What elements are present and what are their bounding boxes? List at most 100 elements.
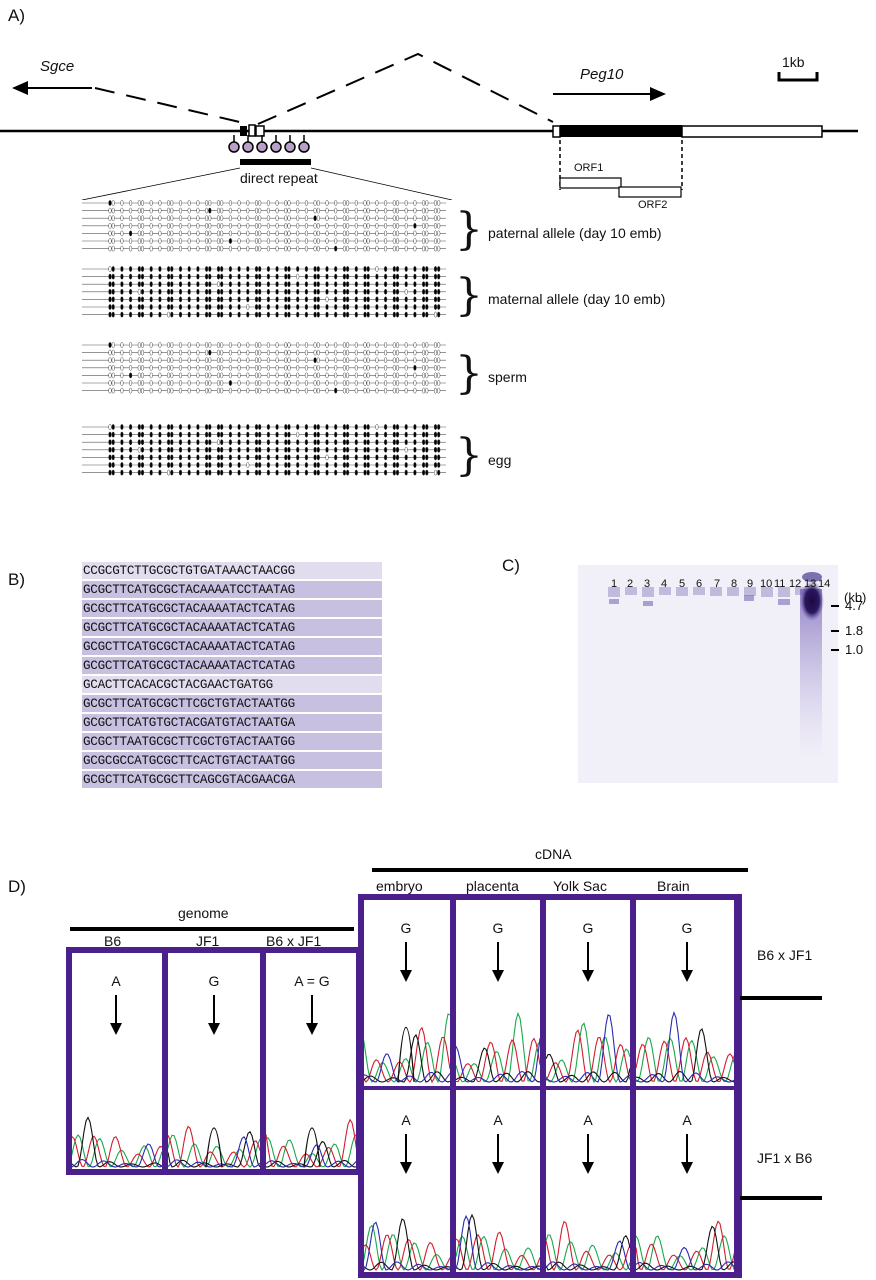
down-arrow-icon	[400, 1134, 412, 1174]
cross-row-bar-1	[740, 996, 822, 1000]
lane-number: 11	[774, 578, 786, 590]
cdna-outer-frame	[358, 894, 740, 1278]
sequence-highlight	[82, 676, 382, 693]
blot-bands	[578, 565, 838, 783]
direct-repeat-label: direct repeat	[240, 170, 318, 186]
down-arrow-icon	[582, 1134, 594, 1174]
marker-tick-1-8	[831, 630, 839, 632]
chromatogram-trace	[362, 1218, 450, 1272]
gene-map-diagram	[0, 52, 858, 200]
cross-row-label-2: JF1 x B6	[757, 1150, 813, 1166]
cross-row-label-1: B6 x JF1	[757, 947, 813, 963]
brace-sperm: }	[455, 348, 483, 399]
northern-blot	[578, 565, 838, 783]
sequence-row: GCGCTTCATGCGCTACAAAATCCTAATAG	[82, 581, 382, 598]
methylation-group-4	[82, 424, 446, 476]
down-arrow-icon	[681, 942, 693, 982]
down-arrow-icon	[400, 942, 412, 982]
lane-number: 5	[679, 578, 686, 590]
down-arrow-icon	[492, 942, 504, 982]
sequence-text: GCGCTTCATGCGCTACAAAATACTCATAG	[83, 659, 295, 673]
sequence-highlight	[82, 581, 382, 598]
peg10-gene-label: Peg10	[580, 66, 624, 83]
sequence-row: GCGCTTCATGCGCTACAAAATACTCATAG	[82, 619, 382, 636]
sequence-highlight	[82, 562, 382, 579]
chromatogram-panel: G	[164, 947, 264, 1175]
marker-4-7: 4.7	[845, 598, 864, 613]
sequence-text: CCGCGTCTTGCGCTGTGATAAACTAACGG	[83, 564, 295, 578]
sequence-text: GCGCTTCATGCGCTTCGCTGTACTAATGG	[83, 697, 295, 711]
chromatogram-trace	[362, 1013, 450, 1084]
sequence-highlight	[82, 733, 382, 750]
chromatogram-trace	[70, 1116, 162, 1168]
sequence-row: CCGCGTCTTGCGCTGTGATAAACTAACGG	[82, 562, 382, 579]
lane-number: 4	[661, 578, 668, 590]
sgce-gene-label: Sgce	[40, 58, 75, 75]
sequence-text: GCGCGCCATGCGCTTCACTGTACTAATGG	[83, 754, 295, 768]
panel-a-label: A)	[8, 6, 25, 25]
chromatogram-panel: A	[542, 1086, 634, 1278]
kb-unit-label: (kb)	[844, 590, 867, 605]
lane-number: 6	[696, 578, 703, 590]
panel-b-label: B)	[8, 570, 25, 589]
lane-number: 1	[611, 578, 618, 590]
brace-maternal: }	[455, 270, 483, 321]
orf1-label: ORF1	[574, 162, 604, 174]
base-call-label: A	[111, 973, 121, 989]
marker-1-8: 1.8	[845, 623, 864, 638]
lane-number: 2	[627, 578, 634, 590]
lane-number: 13	[804, 578, 817, 590]
chromatogram-trace	[546, 1014, 630, 1084]
base-call-label: G	[681, 920, 693, 936]
sequence-text: GCGCTTAATGCGCTTCGCTGTACTAATGG	[83, 735, 295, 749]
sequence-row: GCGCTTCATGCGCTTCGCTGTACTAATGG	[82, 695, 382, 712]
lane-number: 14	[818, 578, 831, 590]
lane-number: 3	[644, 578, 651, 590]
genome-col-b6: B6	[104, 933, 122, 949]
down-arrow-icon	[306, 995, 318, 1035]
chromatogram-panel: G	[632, 894, 742, 1090]
sequence-row: GCGCTTCATGCGCTTCAGCGTACGAACGA	[82, 771, 382, 788]
chromatogram-trace	[636, 1011, 738, 1083]
sequence-highlight	[82, 714, 382, 731]
methylation-group-2	[82, 266, 446, 318]
down-arrow-icon	[208, 995, 220, 1035]
sequence-row: GCGCTTCATGCGCTACAAAATACTCATAG	[82, 638, 382, 655]
sequence-row: GCACTTCACACGCTACGAACTGATGG	[82, 676, 382, 693]
sequence-text: GCGCTTCATGCGCTACAAAATACTCATAG	[83, 602, 295, 616]
cdna-col-embryo: embryo	[376, 878, 423, 894]
chromatogram-panel: A	[632, 1086, 742, 1278]
base-call-label: A	[493, 1112, 503, 1128]
sequence-text: GCGCTTCATGCGCTACAAAATACTCATAG	[83, 621, 295, 635]
genome-col-jf1: JF1	[196, 933, 220, 949]
chromatogram-trace	[266, 1118, 358, 1168]
base-call-label: A = G	[294, 973, 330, 989]
group-label-egg: egg	[488, 452, 512, 468]
sequence-row: GCGCTTAATGCGCTTCGCTGTACTAATGG	[82, 733, 382, 750]
down-arrow-icon	[582, 942, 594, 982]
cdna-header-bar	[372, 868, 748, 872]
panel-c-label: C)	[502, 556, 520, 575]
base-call-label: A	[682, 1112, 692, 1128]
group-label-maternal: maternal allele (day 10 emb)	[488, 291, 666, 307]
brace-paternal: }	[455, 204, 483, 255]
base-call-label: A	[583, 1112, 593, 1128]
chromatogram-trace	[456, 1011, 540, 1083]
cdna-col-brain: Brain	[657, 878, 690, 894]
chromatogram-trace	[546, 1220, 630, 1272]
orf2-label: ORF2	[638, 199, 668, 211]
sequence-highlight	[82, 657, 382, 674]
group-label-sperm: sperm	[488, 369, 527, 385]
cdna-col-placenta: placenta	[466, 878, 519, 894]
lane-number: 9	[747, 578, 754, 590]
brace-egg: }	[455, 430, 483, 481]
methylation-group-3	[82, 342, 446, 394]
scale-label: 1kb	[782, 54, 805, 70]
sequence-text: GCACTTCACACGCTACGAACTGATGG	[83, 678, 273, 692]
chromatogram-trace	[636, 1220, 738, 1271]
chromatogram-trace	[168, 1125, 260, 1168]
sequence-highlight	[82, 695, 382, 712]
marker-1-0: 1.0	[845, 642, 864, 657]
sequence-text: GCGCTTCATGTGCTACGATGTACTAATGA	[83, 716, 295, 730]
sequence-highlight	[82, 752, 382, 769]
